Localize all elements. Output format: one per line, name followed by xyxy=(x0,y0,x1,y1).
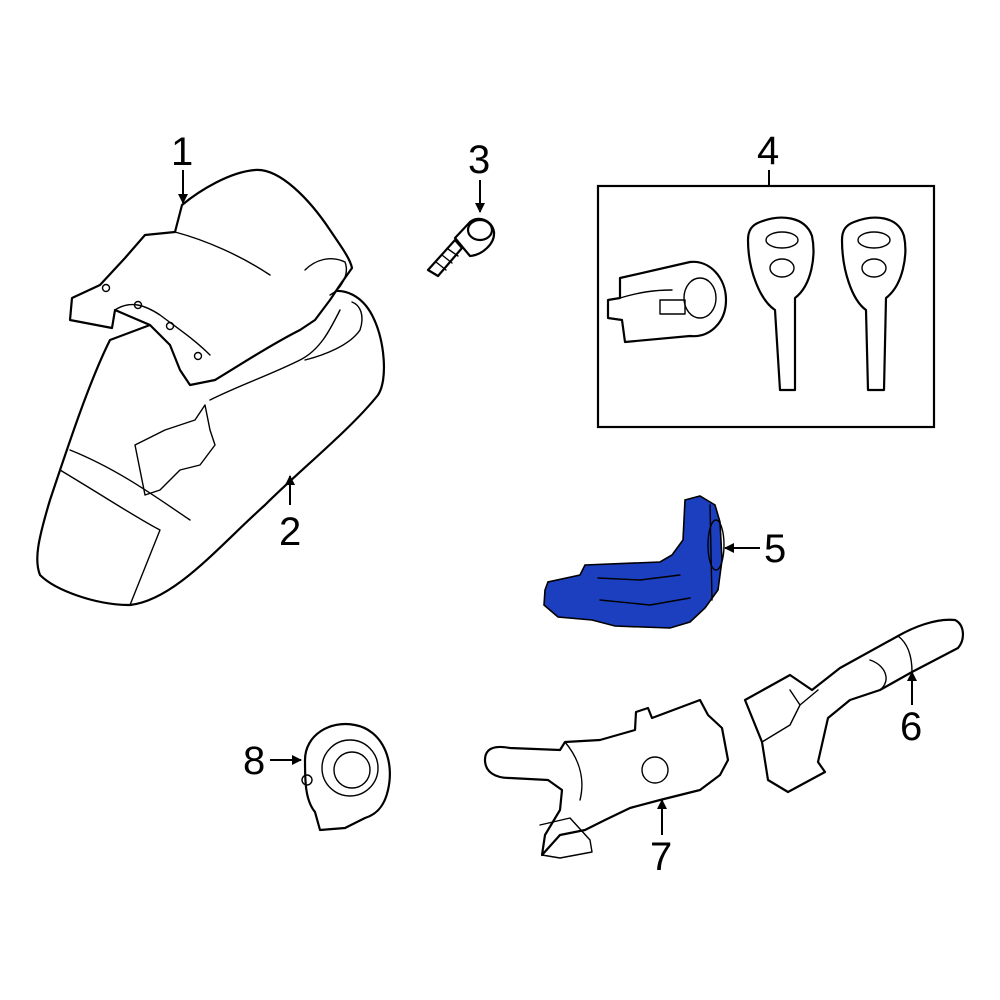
screw[interactable] xyxy=(426,217,496,278)
callout-5: 5 xyxy=(764,527,786,571)
callout-6: 6 xyxy=(900,705,922,749)
wiper-switch[interactable] xyxy=(743,618,964,794)
callout-1: 1 xyxy=(171,130,193,174)
spiral-cable[interactable] xyxy=(301,722,391,832)
callout-3: 3 xyxy=(468,138,490,182)
lock-cylinder-key-set[interactable] xyxy=(596,184,936,429)
callout-7: 7 xyxy=(650,835,672,879)
key-set-frame xyxy=(596,184,936,429)
highlighted-part-5[interactable] xyxy=(543,495,725,629)
turn-signal-switch[interactable] xyxy=(483,698,730,859)
leader-lines xyxy=(178,170,917,835)
callout-4: 4 xyxy=(757,129,779,173)
callout-2: 2 xyxy=(279,510,301,554)
callout-8: 8 xyxy=(243,739,265,783)
upper-column-cover[interactable] xyxy=(68,168,354,387)
